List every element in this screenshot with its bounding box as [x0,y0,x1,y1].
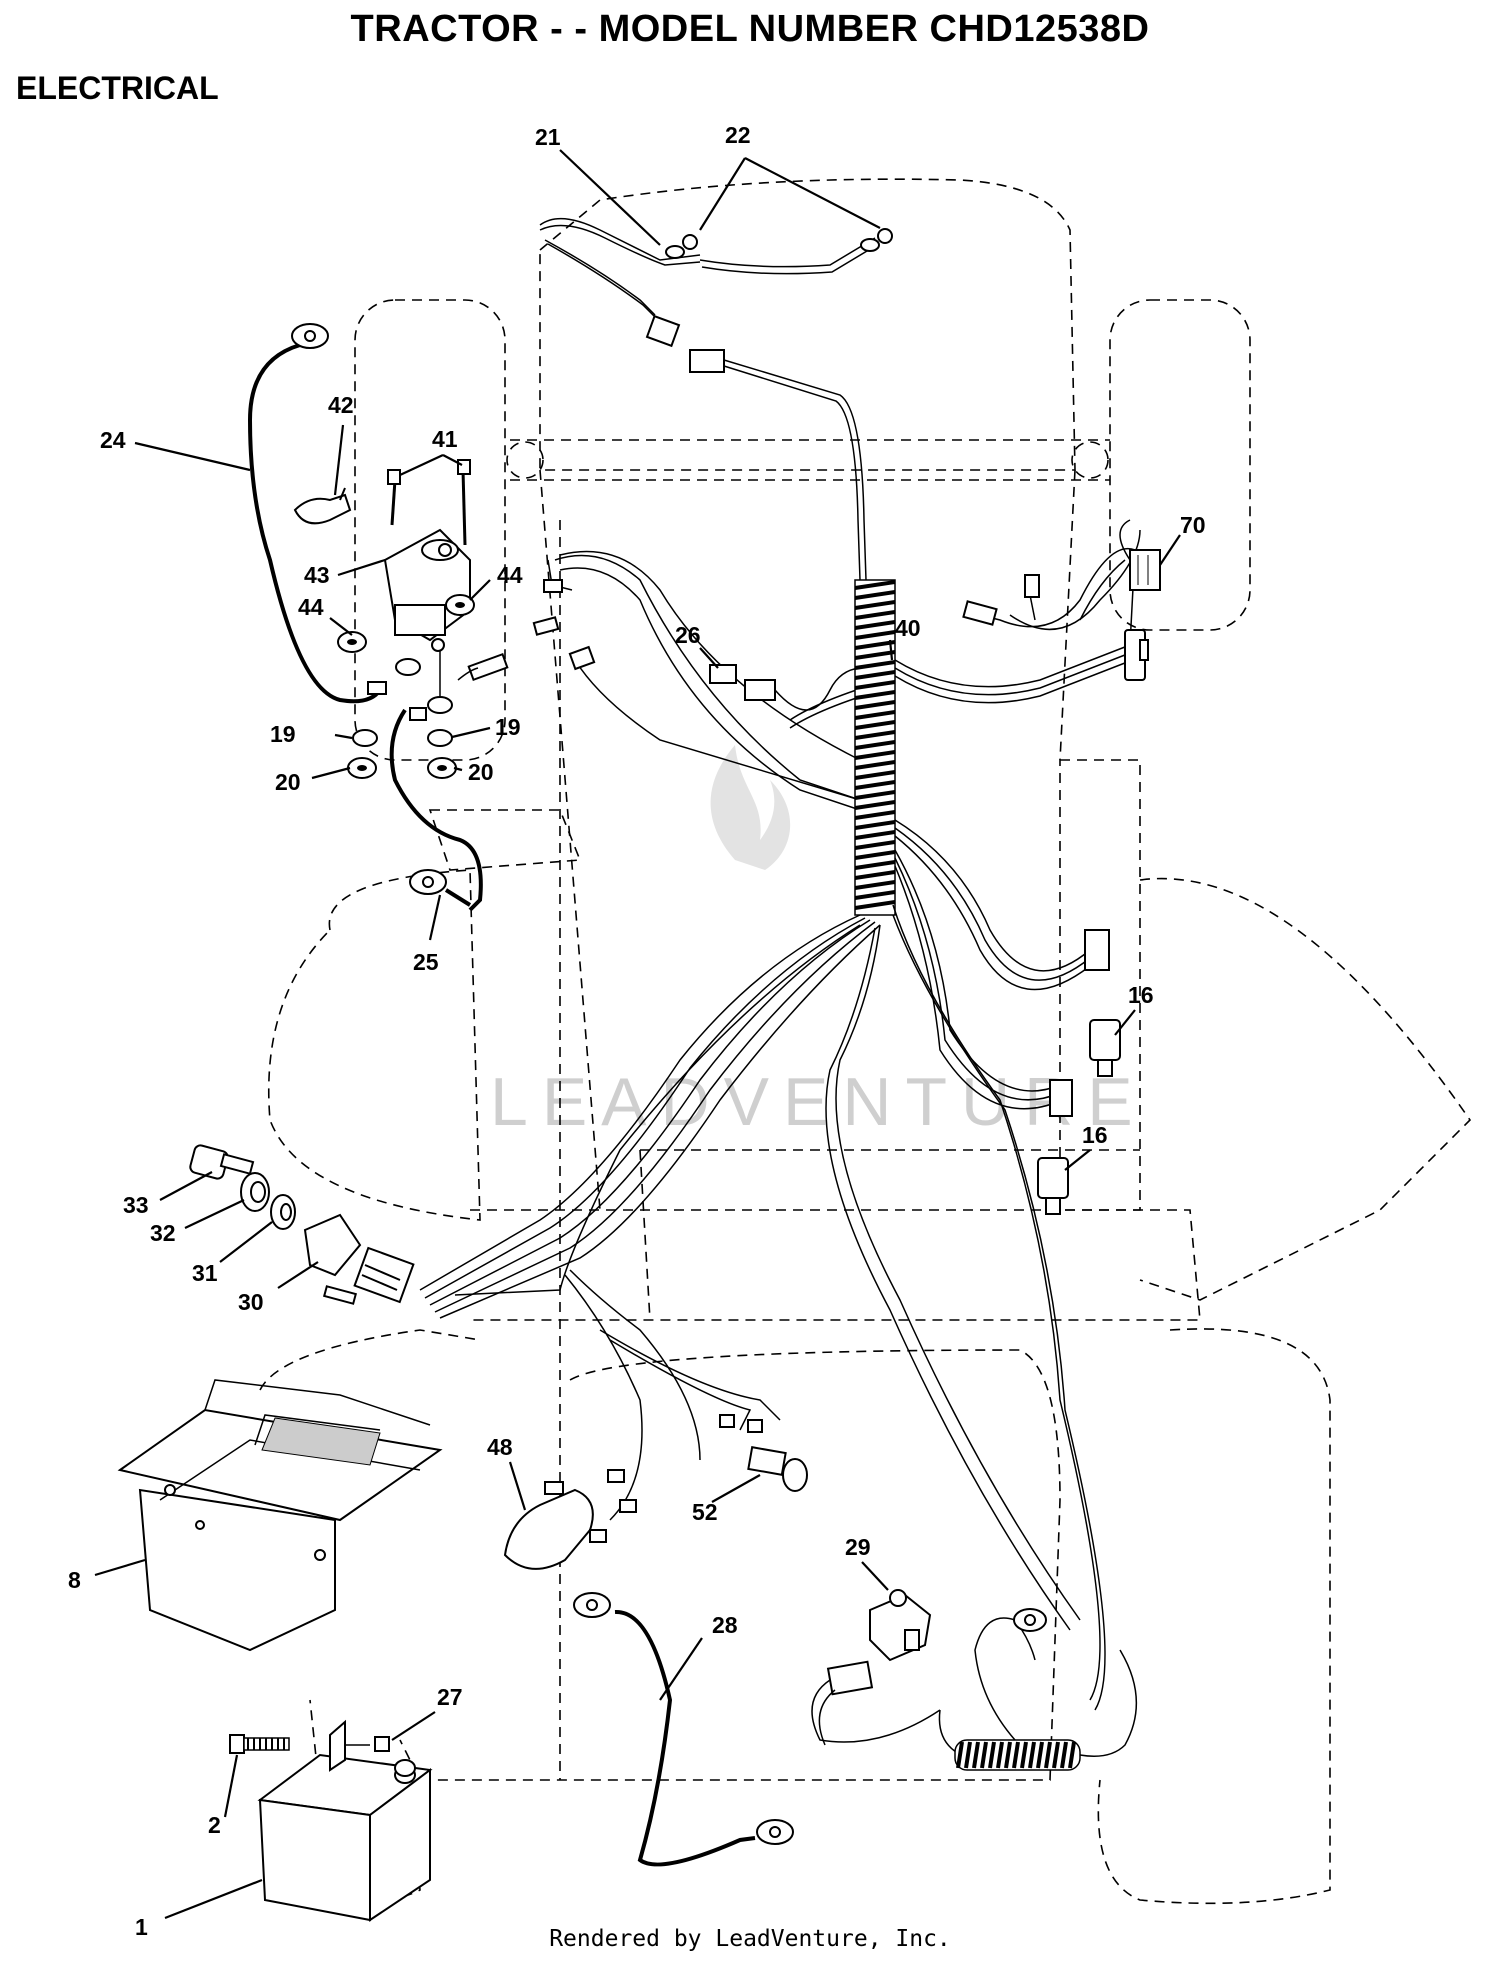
callout-30: 30 [238,1289,264,1315]
headlight-bulb-1 [665,234,698,259]
footer-credit: Rendered by LeadVenture, Inc. [549,1926,951,1952]
headlight-harness [539,217,878,581]
fuse-holder [1024,574,1040,598]
section-heading: ELECTRICAL [16,70,219,106]
callout-8: 8 [68,1567,81,1593]
callout-1: 1 [135,1914,148,1940]
connector-26 [709,664,861,711]
callout-42: 42 [328,392,354,418]
hardware-stack [395,638,453,714]
tractor-outline [259,178,1472,1905]
connector-small-right [962,600,998,626]
callout-16-lower: 16 [1082,1122,1108,1148]
leader-lines [94,149,1181,1920]
callout-24: 24 [100,427,126,453]
callout-32: 32 [150,1220,176,1246]
callout-20-right: 20 [468,759,494,785]
callout-29: 29 [845,1534,871,1560]
headlight-bulb-2 [860,228,893,252]
callout-2: 2 [208,1812,221,1838]
callout-44-right: 44 [497,562,523,588]
cable-24 [247,323,387,704]
harness-right-branches [894,519,1141,1110]
bezel-32 [240,1172,270,1212]
ignition-switch-30 [303,1213,415,1305]
key-33 [189,1144,255,1180]
protective-coil-40 [854,579,896,916]
terminal-connectors [719,1414,763,1433]
washer-19-right [427,729,453,747]
callout-22: 22 [725,122,751,148]
nut-20-right [427,757,457,779]
callout-70: 70 [1180,512,1206,538]
switch-29 [869,1589,932,1662]
callout-28: 28 [712,1612,738,1638]
coiled-cord [811,1608,1138,1771]
callout-41: 41 [432,426,458,452]
page-title: TRACTOR - - MODEL NUMBER CHD12538D [350,8,1150,50]
callout-44-left: 44 [298,594,324,620]
callout-33: 33 [123,1192,149,1218]
solenoid-43 [383,528,471,642]
main-wire-harness [532,550,889,811]
callout-52: 52 [692,1499,718,1525]
nut-20-left [347,757,377,779]
boot-42 [293,487,352,525]
callout-21: 21 [535,124,561,150]
callout-16-upper: 16 [1128,982,1154,1008]
callout-19-right: 19 [495,714,521,740]
callout-48: 48 [487,1434,513,1460]
nut-27 [329,1719,390,1772]
watermark-text: LEADVENTURE [490,1064,1147,1140]
battery-box-8 [117,1379,443,1652]
plug-48 [503,1469,637,1570]
bolt-2 [229,1734,290,1754]
interlock-switch-16-lower [1037,1079,1073,1215]
spacer-44-left [337,631,367,653]
lamp-52 [747,1446,808,1492]
connector-70 [1129,549,1161,591]
battery-1 [257,1753,433,1922]
callout-26: 26 [675,622,701,648]
callout-25: 25 [413,949,439,975]
callout-43: 43 [304,562,330,588]
connector-solenoid-lead [457,652,509,682]
watermark-logo: LEADVENTURE [490,745,1147,1140]
interlock-switch-16-upper [1084,929,1121,1077]
washer-19-left [352,729,378,747]
spacer-44-right [445,594,475,616]
callout-20-left: 20 [275,769,301,795]
callout-27: 27 [437,1684,463,1710]
callout-31: 31 [192,1260,218,1286]
harness-lower-bundle [419,904,1106,1711]
nut-31 [270,1194,296,1230]
connector-right-mid [1124,629,1149,681]
callout-19-left: 19 [270,721,296,747]
callout-40: 40 [895,615,921,641]
cable-28 [573,1592,794,1867]
solenoid-bolts-41 [387,459,471,546]
cable-25 [389,707,483,912]
